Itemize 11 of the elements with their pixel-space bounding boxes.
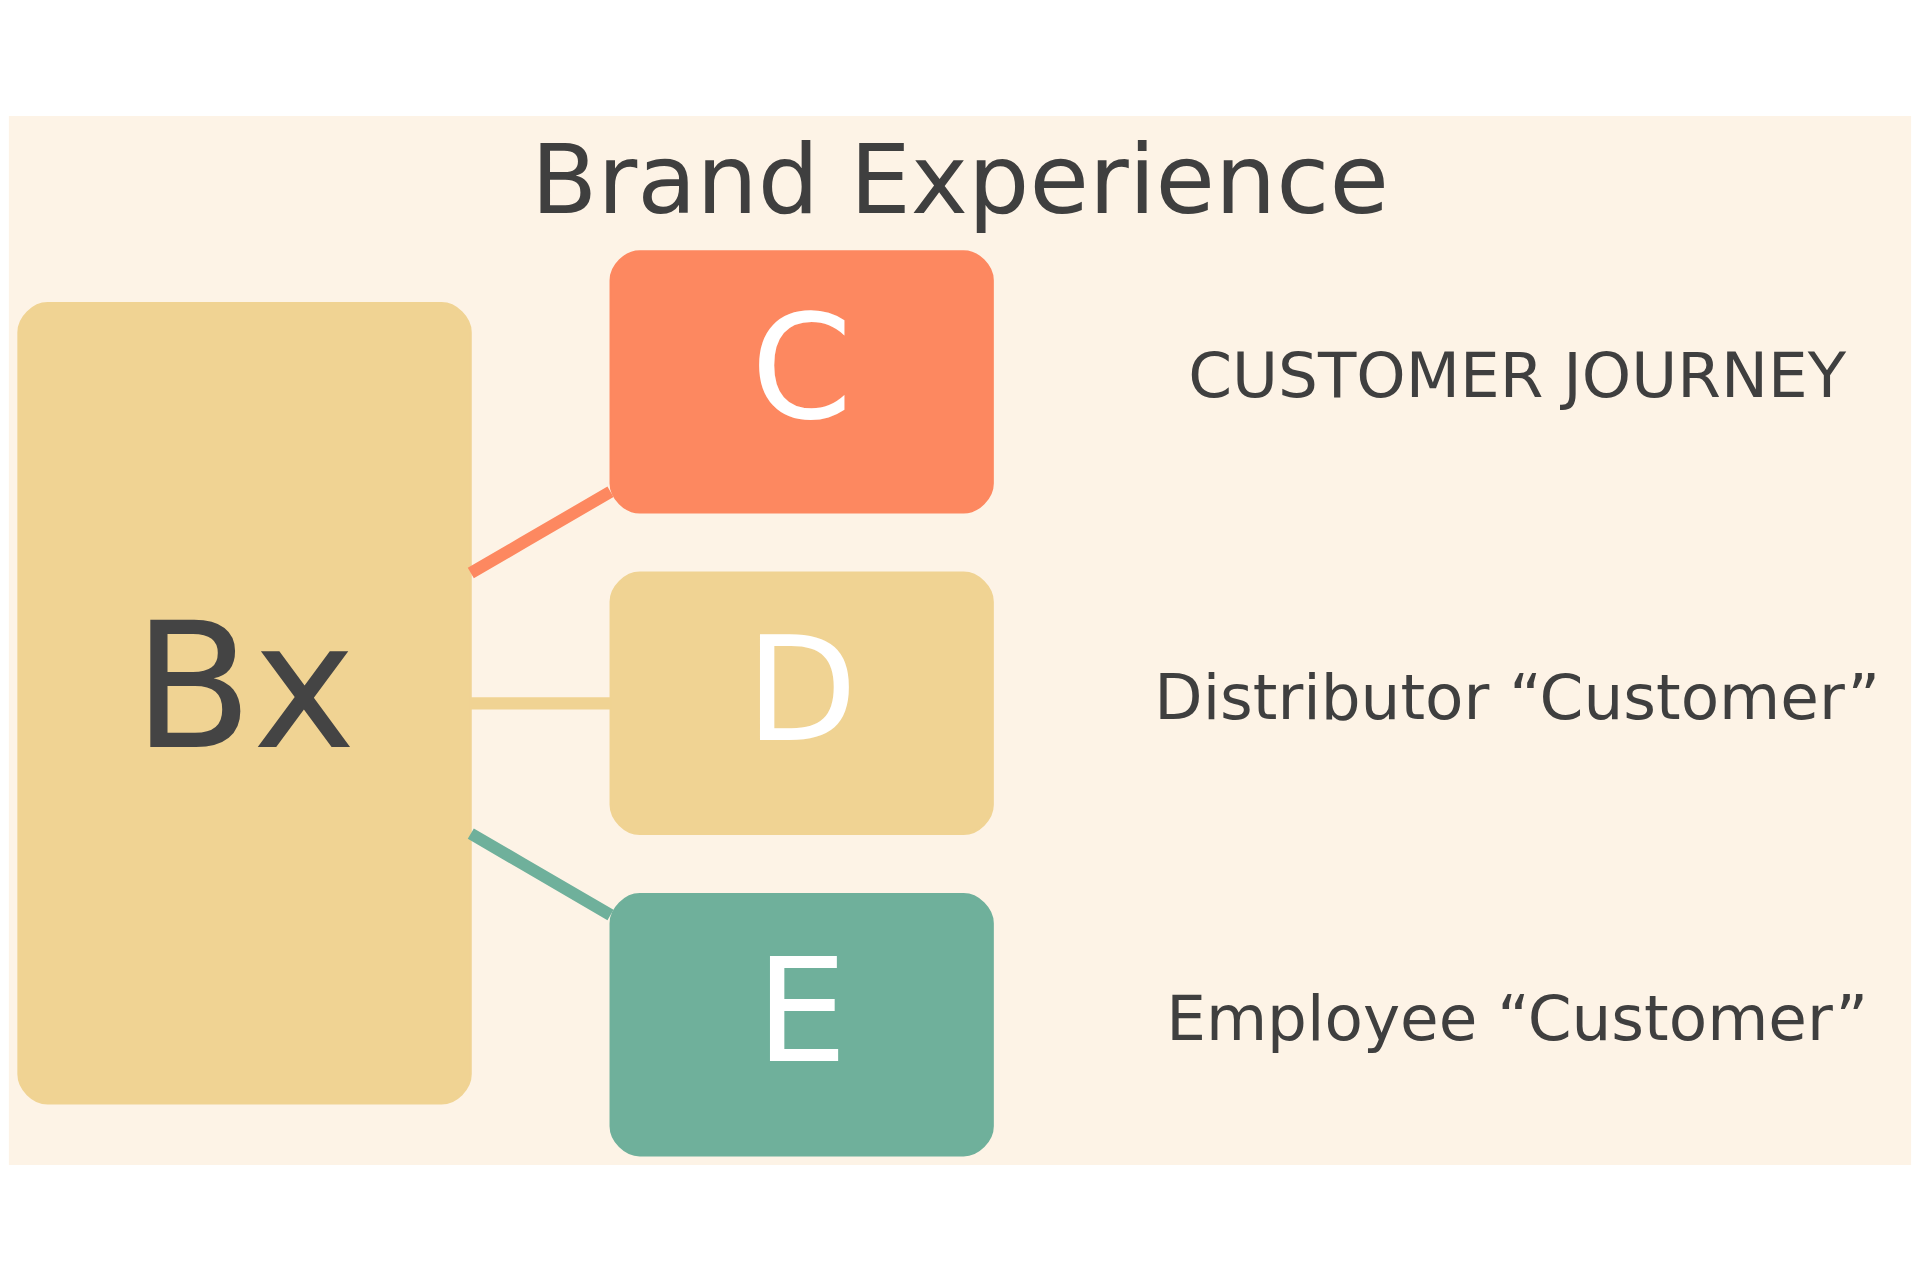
node-box: Bx (17, 301, 472, 1105)
node-label: Distributor “Customer” (1154, 660, 1881, 734)
connector (467, 827, 614, 920)
node-label: CUSTOMER JOURNEY (1188, 338, 1847, 412)
node-box: D (609, 571, 994, 835)
diagram-title: Brand Experience (531, 122, 1389, 236)
connector (467, 486, 614, 578)
node-label: Employee “Customer” (1166, 981, 1869, 1055)
node-box: C (609, 249, 994, 514)
connector (470, 696, 611, 709)
node-box: E (609, 892, 994, 1157)
